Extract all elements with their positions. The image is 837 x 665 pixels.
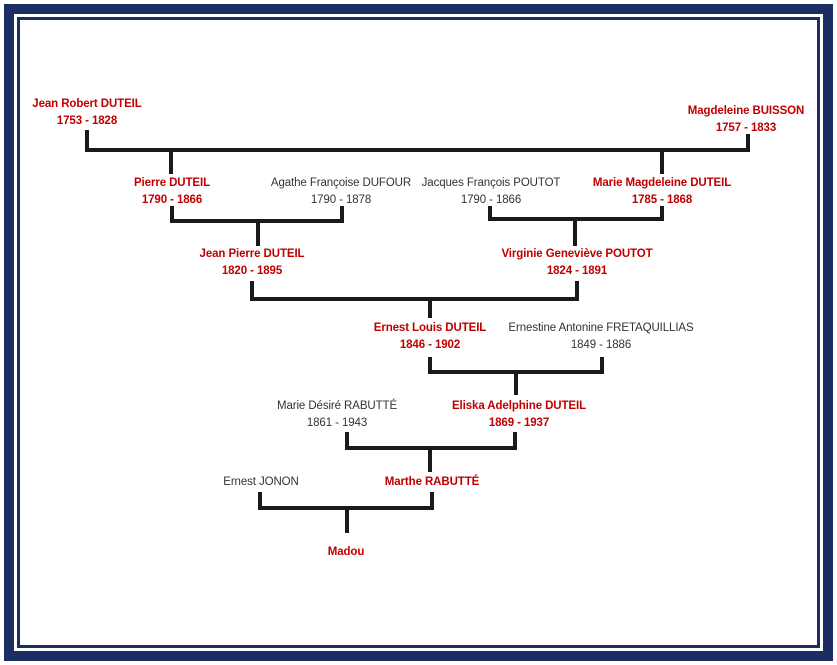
person-name: Jacques François POUTOT [421,177,561,189]
connector-line [345,508,349,533]
person-ernest-louis-duteil: Ernest Louis DUTEIL 1846 - 1902 [330,320,530,354]
person-agathe-francoise-dufour: Agathe Françoise DUFOUR 1790 - 1878 [241,175,441,209]
connector-line [575,281,579,301]
connector-line [258,492,262,510]
person-name: Jean Robert DUTEIL [32,98,142,110]
person-dates: 1790 - 1878 [310,194,372,206]
connector-line [169,150,173,174]
connector-line [428,448,432,472]
person-name: Madou [327,546,365,558]
person-dates: 1869 - 1937 [488,417,550,429]
person-name: Marie Désiré RABUTTÉ [276,400,398,412]
person-dates: 1846 - 1902 [399,339,461,351]
person-pierre-duteil: Pierre DUTEIL 1790 - 1866 [72,175,272,209]
connector-line [170,206,174,223]
person-dates: 1824 - 1891 [546,265,608,277]
person-dates: 1849 - 1886 [570,339,632,351]
connector-line [514,372,518,395]
connector-line [488,206,492,221]
person-dates: 1790 - 1866 [141,194,203,206]
connector-line [85,148,750,152]
connector-line [345,432,349,450]
connector-line [660,206,664,221]
connector-line [256,221,260,246]
person-ernest-jonon: Ernest JONON [161,474,361,491]
connector-line [513,432,517,450]
person-virginie-genevieve-poutot: Virginie Geneviève POUTOT 1824 - 1891 [477,246,677,280]
person-jean-pierre-duteil: Jean Pierre DUTEIL 1820 - 1895 [152,246,352,280]
person-name: Marie Magdeleine DUTEIL [592,177,732,189]
person-name: Ernestine Antonine FRETAQUILLIAS [508,322,694,334]
connector-line [250,297,579,301]
person-dates: 1757 - 1833 [715,122,777,134]
connector-line [430,492,434,510]
person-name: Virginie Geneviève POUTOT [501,248,653,260]
person-magdeleine-buisson: Magdeleine BUISSON 1757 - 1833 [646,103,837,137]
person-ernestine-antonine-fretaquillias: Ernestine Antonine FRETAQUILLIAS 1849 - … [501,320,701,354]
person-eliska-adelphine-duteil: Eliska Adelphine DUTEIL 1869 - 1937 [419,398,619,432]
person-marthe-rabutte: Marthe RABUTTÉ [332,474,532,491]
person-name: Ernest JONON [223,476,299,488]
connector-line [340,206,344,223]
person-dates: 1820 - 1895 [221,265,283,277]
connector-line [428,357,432,374]
person-name: Ernest Louis DUTEIL [373,322,487,334]
person-dates: 1785 - 1868 [631,194,693,206]
person-name: Pierre DUTEIL [133,177,211,189]
person-name: Magdeleine BUISSON [687,105,805,117]
person-name: Marthe RABUTTÉ [384,476,480,488]
connector-line [746,134,750,152]
person-dates: 1790 - 1866 [460,194,522,206]
connector-line [250,281,254,301]
connector-line [85,130,89,152]
connector-line [660,150,664,174]
person-madou: Madou [246,544,446,561]
connector-line [573,219,577,246]
person-dates: 1753 - 1828 [56,115,118,127]
person-jean-robert-duteil: Jean Robert DUTEIL 1753 - 1828 [0,96,187,130]
person-name: Eliska Adelphine DUTEIL [451,400,587,412]
person-jacques-francois-poutot: Jacques François POUTOT 1790 - 1866 [391,175,591,209]
connector-line [600,357,604,374]
person-name: Jean Pierre DUTEIL [199,248,305,260]
person-marie-desire-rabutte: Marie Désiré RABUTTÉ 1861 - 1943 [237,398,437,432]
person-dates: 1861 - 1943 [306,417,368,429]
person-name: Agathe Françoise DUFOUR [270,177,412,189]
person-marie-magdeleine-duteil: Marie Magdeleine DUTEIL 1785 - 1868 [562,175,762,209]
connector-line [428,299,432,318]
